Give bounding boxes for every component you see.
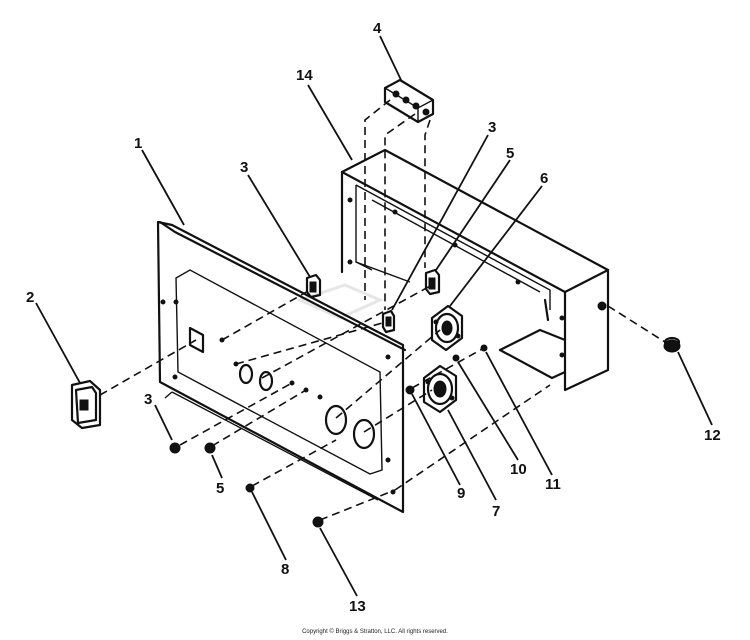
- receptacle-7: [422, 364, 458, 414]
- knob-12: [663, 336, 681, 353]
- callout-4: 4: [373, 20, 382, 37]
- switch-5-upper: [424, 268, 441, 296]
- callout-3-upper: 3: [240, 159, 248, 176]
- front-panel: [156, 220, 407, 514]
- callout-7: 7: [492, 503, 500, 520]
- callout-14: 14: [296, 67, 313, 84]
- switch-3-middle: [381, 309, 396, 334]
- callout-1: 1: [134, 135, 142, 152]
- callout-3-lower: 3: [144, 391, 152, 408]
- callout-9: 9: [457, 485, 465, 502]
- callout-8: 8: [281, 561, 289, 578]
- fasteners: [169, 344, 488, 528]
- callout-3-middle: 3: [488, 119, 496, 136]
- callout-13: 13: [349, 598, 366, 615]
- callout-12: 12: [704, 427, 721, 444]
- copyright-notice: Copyright © Briggs & Stratton, LLC. All …: [302, 629, 448, 635]
- callout-2: 2: [26, 289, 34, 306]
- callout-11: 11: [545, 476, 561, 493]
- watermark: [295, 283, 384, 320]
- callout-10: 10: [510, 461, 527, 478]
- callout-5-lower: 5: [216, 480, 224, 497]
- switch-2: [70, 379, 102, 430]
- terminal-block-4: [383, 78, 435, 124]
- callout-6: 6: [540, 170, 548, 187]
- assembly-lines: [99, 99, 666, 521]
- leader-lines: [35, 35, 713, 597]
- callout-numbers: 1 2 3 3 3 4 5 5 6 7 8 9 10 11 12 13 14: [26, 20, 721, 615]
- callout-5-upper: 5: [506, 145, 514, 162]
- control-box: [340, 148, 610, 392]
- receptacle-6: [430, 304, 464, 352]
